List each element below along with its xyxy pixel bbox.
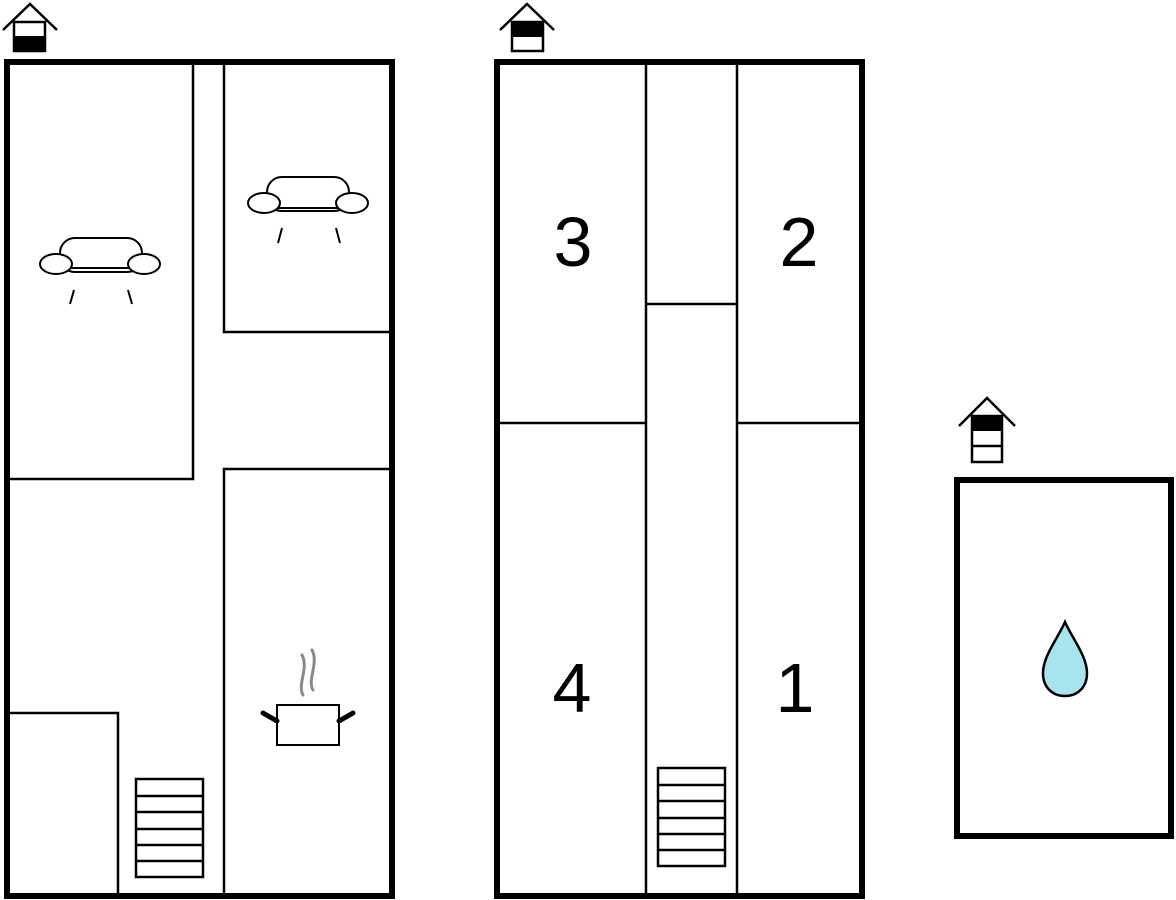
floor-outline <box>954 477 1174 839</box>
house-level-icon-ground <box>2 2 58 53</box>
floor-plan-basement <box>954 396 1174 839</box>
interior-walls <box>497 62 862 896</box>
cooking-pot-icon <box>260 648 356 746</box>
sofa-icon <box>39 237 161 305</box>
floor-plan-ground <box>2 2 395 899</box>
stairs-icon <box>134 777 205 879</box>
bedroom-label: 2 <box>780 203 819 281</box>
house-level-icon-upper <box>499 2 555 53</box>
stairs-icon <box>656 766 727 868</box>
bedroom-label: 4 <box>553 649 592 727</box>
bedroom-label: 3 <box>554 203 593 281</box>
floor-plan-upper: 3 2 4 1 <box>494 2 865 899</box>
floor-outline <box>494 59 865 899</box>
interior-walls <box>7 62 392 896</box>
bedroom-label: 1 <box>776 649 815 727</box>
house-level-icon-basement <box>958 396 1016 464</box>
sofa-icon <box>247 176 369 244</box>
water-drop-icon <box>1041 618 1089 698</box>
